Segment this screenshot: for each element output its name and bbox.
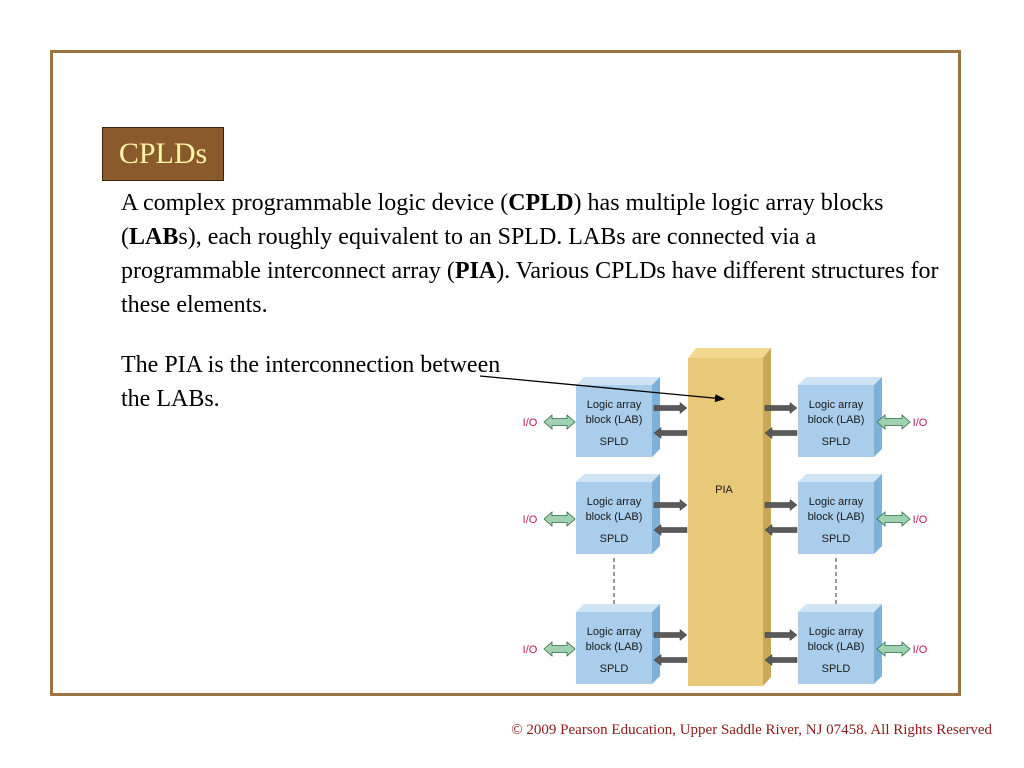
io-double-arrow <box>876 511 911 527</box>
lab-title-line2: block (LAB) <box>586 511 643 523</box>
pia-to-lab-arrow <box>653 523 688 537</box>
bold-term: LAB <box>129 224 179 250</box>
io-label: I/O <box>523 644 538 656</box>
text-run: A complex programmable logic device ( <box>121 190 509 216</box>
lab-block-left-1: Logic array block (LAB) SPLD I/O <box>523 377 688 457</box>
lab-spld-label: SPLD <box>600 663 629 675</box>
io-label: I/O <box>523 514 538 526</box>
io-double-arrow <box>876 641 911 657</box>
lab-title-line1: Logic array <box>809 399 864 411</box>
lab-to-pia-arrow <box>764 401 798 415</box>
lab-spld-label: SPLD <box>600 533 629 545</box>
lab-title-line2: block (LAB) <box>808 511 865 523</box>
slide-frame <box>50 50 961 696</box>
io-label: I/O <box>913 514 928 526</box>
lab-block-left-2: Logic array block (LAB) SPLD I/O <box>523 474 688 554</box>
lab-to-pia-arrow <box>653 628 688 642</box>
pia-callout-arrow <box>479 375 725 403</box>
text-run: ). Various CPLDs have different structur… <box>121 258 939 318</box>
pia-description: The PIA is the interconnection between t… <box>121 352 501 412</box>
pia-to-lab-arrow <box>653 426 688 440</box>
io-double-arrow <box>876 414 911 430</box>
io-double-arrow <box>543 511 576 527</box>
lab-to-pia-arrow <box>764 628 798 642</box>
pia-to-lab-arrow <box>764 653 798 667</box>
bold-term: CPLD <box>508 190 574 216</box>
pia-block: PIA <box>688 348 771 686</box>
lab-title-line2: block (LAB) <box>586 414 643 426</box>
lab-title-line1: Logic array <box>587 399 642 411</box>
lab-title-line1: Logic array <box>587 626 642 638</box>
lab-title-line1: Logic array <box>587 496 642 508</box>
lab-spld-label: SPLD <box>822 663 851 675</box>
lab-block-left-3: Logic array block (LAB) SPLD I/O <box>523 604 688 684</box>
lab-block-right-2: Logic array block (LAB) SPLD I/O <box>764 474 928 554</box>
lab-spld-label: SPLD <box>822 436 851 448</box>
lab-spld-label: SPLD <box>600 436 629 448</box>
text-run: s), each roughly equivalent to an SPLD. … <box>121 224 817 284</box>
io-label: I/O <box>913 417 928 429</box>
lab-spld-label: SPLD <box>822 533 851 545</box>
pia-to-lab-arrow <box>764 523 798 537</box>
lab-to-pia-arrow <box>653 498 688 512</box>
lab-title-line1: Logic array <box>809 496 864 508</box>
lab-to-pia-arrow <box>653 401 688 415</box>
pia-label: PIA <box>715 484 733 496</box>
lab-to-pia-arrow <box>764 498 798 512</box>
lab-title-line1: Logic array <box>809 626 864 638</box>
io-label: I/O <box>913 644 928 656</box>
bold-term: PIA <box>454 258 497 284</box>
text-run: ) has multiple logic array blocks ( <box>121 190 884 250</box>
io-label: I/O <box>523 417 538 429</box>
pia-to-lab-arrow <box>764 426 798 440</box>
io-double-arrow <box>543 414 576 430</box>
slide-title: CPLDs <box>102 127 224 181</box>
lab-block-right-1: Logic array block (LAB) SPLD I/O <box>764 377 928 457</box>
cpld-description: A complex programmable logic device (CPL… <box>121 186 961 322</box>
pia-to-lab-arrow <box>653 653 688 667</box>
lab-block-right-3: Logic array block (LAB) SPLD I/O <box>764 604 928 684</box>
lab-title-line2: block (LAB) <box>808 641 865 653</box>
copyright-footer: © 2009 Pearson Education, Upper Saddle R… <box>511 722 992 738</box>
io-double-arrow <box>543 641 576 657</box>
lab-title-line2: block (LAB) <box>586 641 643 653</box>
lab-title-line2: block (LAB) <box>808 414 865 426</box>
